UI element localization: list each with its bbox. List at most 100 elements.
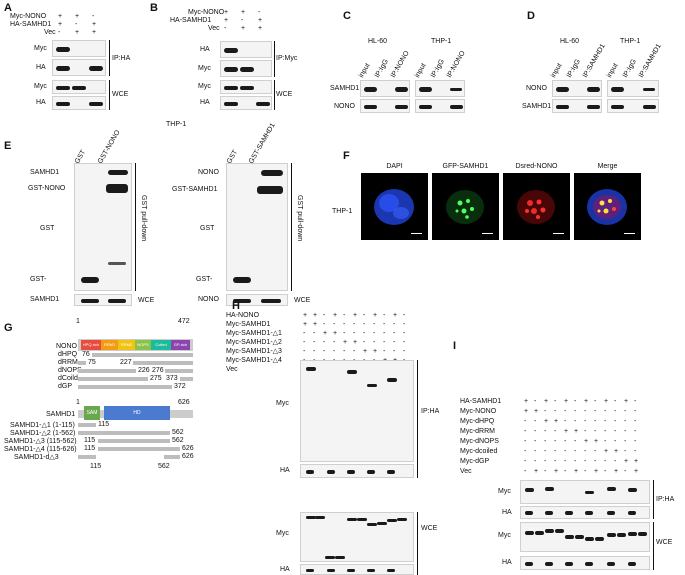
sign-cell: +: [224, 9, 229, 16]
sign-cell: +: [634, 458, 639, 465]
image-title: Merge: [597, 163, 618, 170]
sign-cell: -: [544, 458, 547, 465]
group-label: IP:Myc: [276, 55, 298, 62]
merge-image: [574, 173, 641, 240]
blot-label: NONO: [526, 85, 547, 92]
samhd1-start: 1: [76, 399, 80, 406]
band: [81, 299, 99, 303]
blot-label: GST: [200, 225, 215, 232]
panel-e-letter: E: [4, 140, 12, 152]
domain: SAM: [84, 406, 100, 420]
cell-line-label: THP-1: [166, 121, 187, 128]
construct-label: SAMHD1-△2 (1-562): [10, 430, 76, 437]
blot-label: Myc: [198, 65, 211, 72]
sign-cell: +: [564, 428, 569, 435]
row-label: HA-SAMHD1: [10, 21, 52, 28]
group-label: WCE: [138, 297, 155, 304]
row-label: Myc-dGP: [460, 458, 490, 465]
row-label: Myc-dHPQ: [460, 418, 495, 425]
band: [327, 470, 335, 474]
sign-cell: -: [75, 21, 78, 28]
blot: [607, 80, 659, 97]
band: [525, 531, 534, 535]
samhd1-end: 626: [178, 399, 190, 406]
sign-cell: +: [534, 468, 539, 475]
band: [377, 522, 387, 525]
sign-cell: -: [92, 13, 95, 20]
band: [595, 537, 604, 541]
blot-label: Myc: [198, 83, 211, 90]
sign-cell: +: [524, 408, 529, 415]
blot-label: HA: [200, 99, 210, 106]
blot-label: HA: [200, 46, 210, 53]
divider: [135, 163, 136, 291]
nono-start: 1: [76, 318, 80, 325]
sign-cell: -: [624, 408, 627, 415]
band: [587, 105, 600, 109]
sign-cell: -: [624, 418, 627, 425]
sign-cell: -: [303, 339, 306, 346]
sign-cell: +: [58, 13, 63, 20]
domain: RRM1: [101, 340, 118, 350]
sign-cell: +: [624, 398, 629, 405]
sign-cell: -: [534, 438, 537, 445]
band: [387, 569, 395, 572]
band: [387, 378, 397, 382]
row-label: Myc-NONO: [10, 13, 47, 20]
blot-label: Myc: [34, 45, 47, 52]
panel-h-letter: H: [232, 300, 240, 312]
band: [364, 105, 377, 109]
sign-cell: -: [604, 408, 607, 415]
blot-b-2: [220, 60, 272, 77]
band: [395, 105, 408, 109]
samhd1-label: SAMHD1: [46, 411, 76, 418]
blot-label: HA: [280, 467, 290, 474]
sign-cell: +: [353, 312, 358, 319]
sign-cell: -: [614, 458, 617, 465]
blot-label: GST-: [30, 276, 47, 283]
domain: Coiled: [151, 340, 171, 350]
sign-cell: +: [241, 9, 246, 16]
panel-f-letter: F: [343, 150, 350, 162]
band: [585, 537, 594, 541]
cell-line-label: THP-1: [620, 38, 641, 45]
band: [643, 88, 655, 91]
divider: [653, 522, 654, 570]
sign-cell: -: [634, 398, 637, 405]
band: [367, 523, 377, 526]
construct-num: 115: [84, 445, 96, 452]
band: [108, 170, 128, 175]
sign-cell: +: [574, 428, 579, 435]
band: [306, 516, 316, 519]
band: [575, 535, 584, 539]
sign-cell: -: [564, 438, 567, 445]
sign-cell: +: [75, 13, 80, 20]
sign-cell: -: [534, 448, 537, 455]
panel-g-letter: G: [4, 322, 13, 334]
divider: [109, 80, 110, 110]
blot: [415, 99, 465, 113]
image-title: DAPI: [386, 163, 403, 170]
band: [565, 511, 573, 515]
blot-h-wce-myc: [300, 512, 414, 562]
blot-label: GST-: [196, 276, 213, 283]
sign-cell: +: [92, 21, 97, 28]
group-label: WCE: [112, 91, 129, 98]
construct-bar: [78, 361, 86, 365]
row-label: Myc-SAMHD1-△1: [226, 330, 282, 337]
blot-h-ip-ha: [300, 464, 414, 478]
band: [545, 487, 554, 491]
sign-cell: -: [624, 448, 627, 455]
sign-cell: +: [92, 29, 97, 36]
construct-num: 275: [150, 375, 162, 382]
sign-cell: +: [544, 398, 549, 405]
divider: [274, 80, 275, 110]
sign-cell: -: [634, 408, 637, 415]
sign-cell: +: [574, 468, 579, 475]
band: [347, 518, 357, 521]
sign-cell: -: [544, 448, 547, 455]
construct-num: 115: [84, 437, 96, 444]
band: [261, 170, 283, 176]
sign-cell: -: [614, 408, 617, 415]
scale-bar: [411, 233, 422, 234]
